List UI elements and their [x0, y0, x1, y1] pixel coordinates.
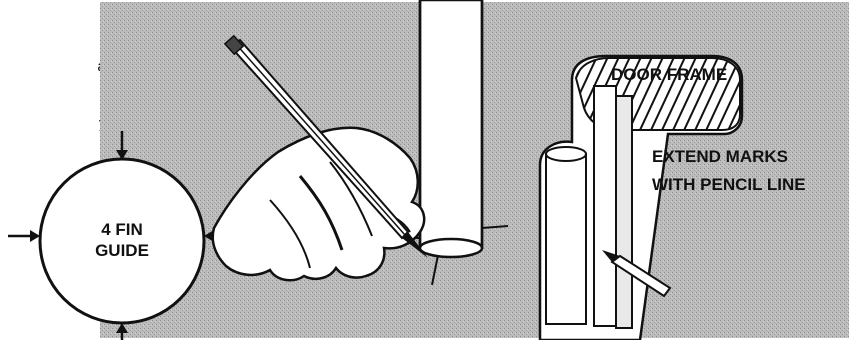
extend-marks-label-line1: EXTEND MARKS	[652, 147, 788, 166]
extend-marks-label-line2: WITH PENCIL LINE	[652, 175, 806, 194]
door-frame-label: DOOR FRAME	[611, 65, 727, 84]
guide-label-line1: 4 FIN	[101, 220, 143, 239]
guide-label-line2: GUIDE	[95, 241, 149, 260]
